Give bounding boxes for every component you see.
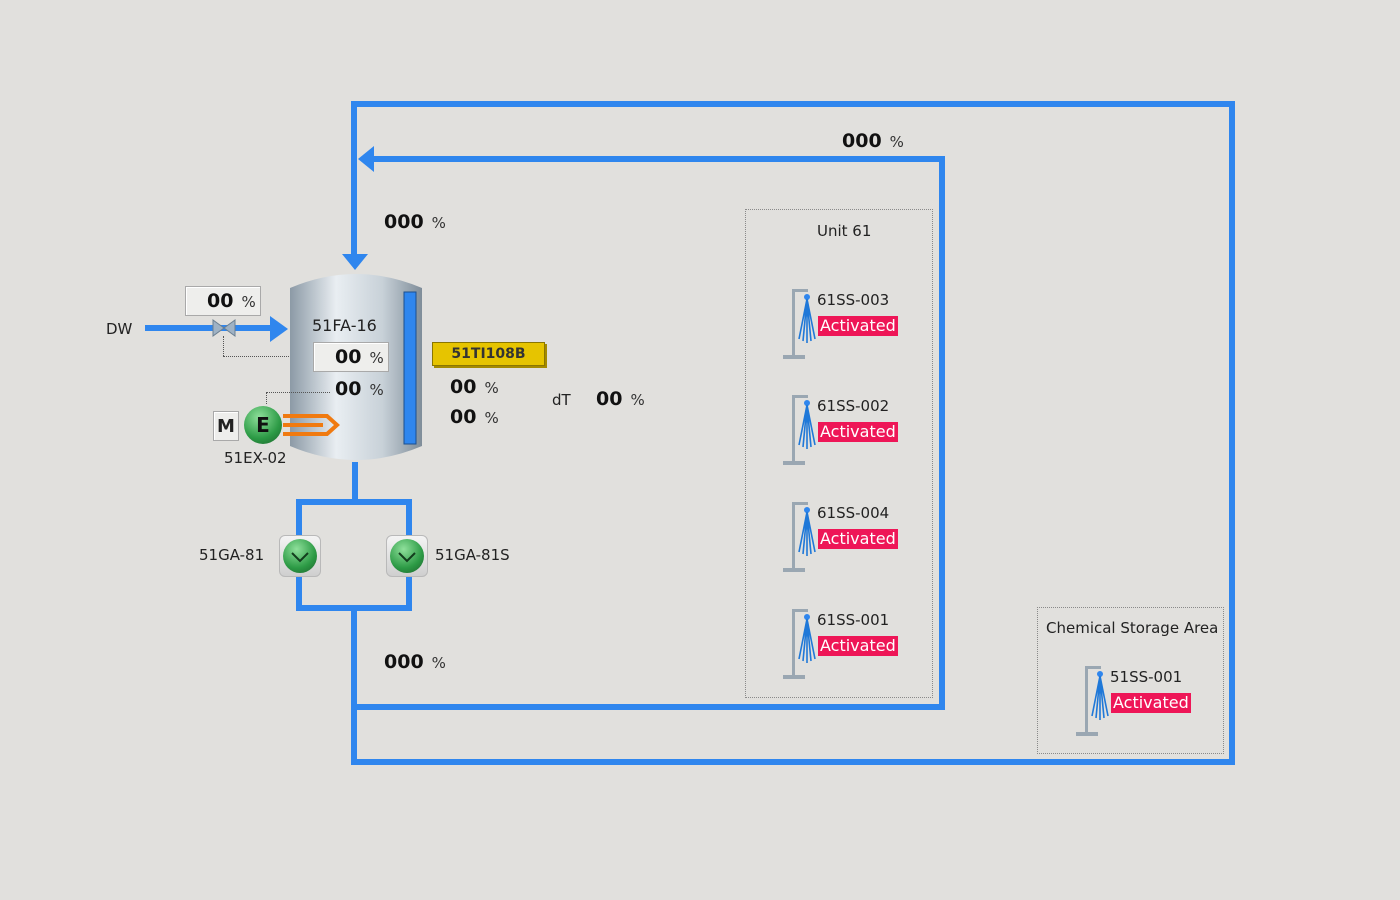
safety-shower-icon[interactable] [782,500,818,580]
exchanger-label: 51EX-02 [224,449,287,467]
level-signal-line [266,392,267,404]
pump-right-label: 51GA-81S [435,546,510,564]
dw-signal-line [223,336,224,356]
shower-status-badge: Activated [818,316,898,336]
shower-id-label: 51SS-001 [1110,668,1183,686]
pipe-dw-feed [145,325,275,331]
shower-status-badge: Activated [818,529,898,549]
readout-value: 000 [384,211,424,233]
pipe-outer-bottom [351,759,1235,765]
unit61-title: Unit 61 [817,222,872,240]
safety-shower-icon[interactable] [782,287,818,367]
temp-value-1: 00% [450,376,499,398]
readout-unit: % [431,214,446,232]
shower-id-label: 61SS-004 [817,504,890,522]
readout-value: 00 [450,376,477,398]
readout-value: 00 [335,346,362,368]
dw-valve-value: 00% [207,290,256,312]
readout-unit: % [431,654,446,672]
chem-storage-title: Chemical Storage Area [1046,619,1219,637]
heater-coil-icon [283,414,340,436]
flow-arrow-icon [270,316,288,342]
readout-unit: % [484,409,499,427]
shower-id-label: 61SS-003 [817,291,890,309]
shower-id-label: 61SS-002 [817,397,890,415]
safety-shower-icon[interactable] [782,607,818,687]
level-signal-line [266,392,330,393]
pump-left-label: 51GA-81 [199,546,265,564]
top-right-flow-readout: 000% [842,130,904,152]
pump-icon[interactable] [386,535,428,577]
readout-unit: % [369,381,384,399]
readout-unit: % [889,133,904,151]
pump-check-icon [398,552,416,563]
safety-shower-icon[interactable] [782,393,818,473]
pump-check-icon [291,552,309,563]
flow-arrow-icon [358,146,374,172]
dt-value: 00% [596,388,645,410]
dt-label: dT [552,391,571,409]
readout-value: 000 [384,651,424,673]
pipe-inner-right [939,156,945,710]
pipe-inner-bottom [351,704,945,710]
readout-value: 00 [207,290,234,312]
motor-e-label: E [256,413,270,437]
chem-storage-area [1037,607,1224,754]
upper-left-flow-readout: 000% [384,211,446,233]
dw-valve-readout[interactable] [185,286,261,316]
tank-label: 51FA-16 [312,316,377,335]
shower-id-label: 61SS-001 [817,611,890,629]
valve-icon[interactable] [212,318,236,338]
pump-status-indicator [390,539,424,573]
motor-e-button[interactable]: E [244,406,282,444]
readout-unit: % [630,391,645,409]
tank-level-value-2: 00% [335,378,384,400]
pipe-outer-left-top [351,101,357,256]
pipe-outer-top [351,101,1235,107]
motor-m-label: M [217,416,235,437]
shower-status-badge: Activated [818,422,898,442]
pipe-inner-top [368,156,945,162]
tank-level-readout-1[interactable] [313,342,389,372]
dw-label: DW [106,320,133,338]
shower-status-badge: Activated [818,636,898,656]
motor-m-button[interactable]: M [213,411,239,441]
readout-value: 00 [450,406,477,428]
bottom-flow-readout: 000% [384,651,446,673]
safety-shower-icon[interactable] [1075,664,1111,744]
readout-value: 00 [335,378,362,400]
shower-status-badge: Activated [1111,693,1191,713]
readout-unit: % [484,379,499,397]
readout-unit: % [241,293,256,311]
pipe-pump-bottom [296,605,412,611]
dw-signal-line [223,356,311,357]
unit61-area [745,209,933,698]
temp-value-2: 00% [450,406,499,428]
pump-status-indicator [283,539,317,573]
pipe-tank-outlet [352,462,358,502]
readout-unit: % [369,349,384,367]
flow-arrow-icon [342,254,368,270]
pump-icon[interactable] [279,535,321,577]
readout-value: 000 [842,130,882,152]
temp-tag-51TI108B[interactable]: 51TI108B [432,342,545,366]
pipe-outer-left-bottom [351,605,357,765]
pipe-outer-right [1229,101,1235,765]
readout-value: 00 [596,388,623,410]
tank-level-value-1: 00% [335,346,384,368]
pipe-pump-top [296,499,412,505]
